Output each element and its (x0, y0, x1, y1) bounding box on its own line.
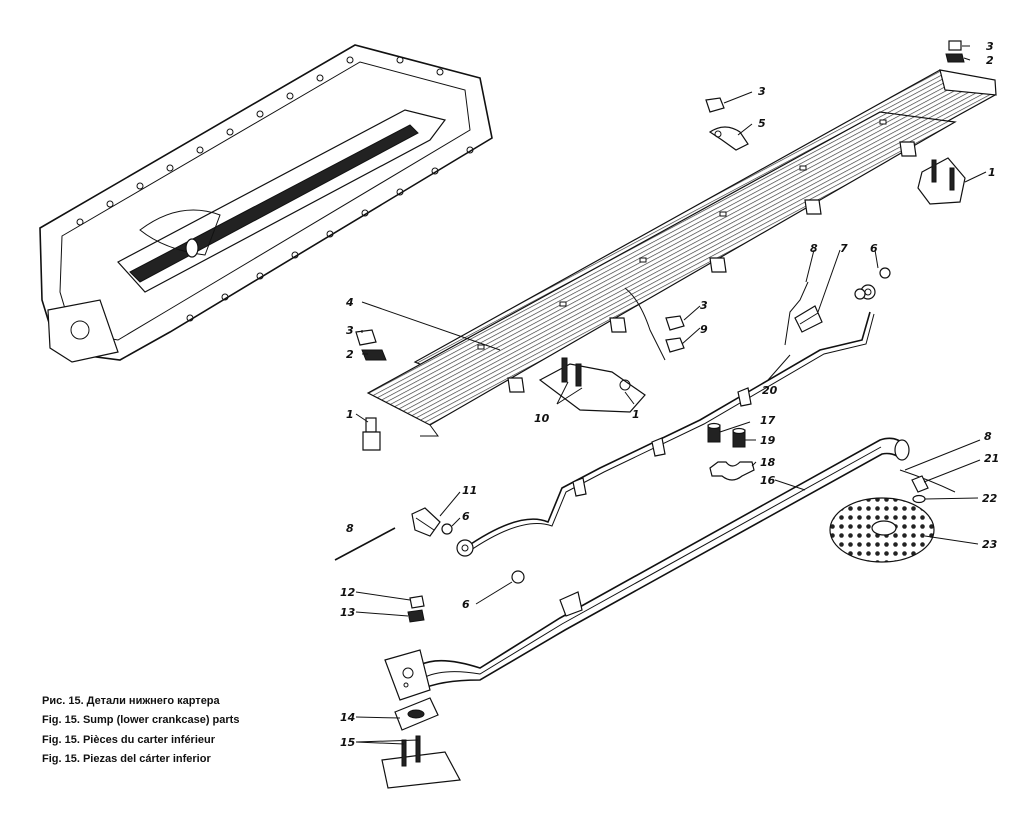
callout-labels: 3 5 3 2 1 4 3 2 1 3 9 10 1 8 7 6 20 17 1… (340, 40, 999, 749)
safety-wire-8-mid (624, 287, 666, 361)
nut-12 (409, 595, 425, 609)
callout-2-top: 2 (986, 54, 994, 67)
caption-spanish: Fig. 15. Piezas del cárter inferior (42, 753, 211, 765)
callout-8-right: 8 (984, 430, 992, 443)
strainer-disc-23 (829, 497, 935, 563)
caption-russian: Рис. 15. Детали нижнего картера (42, 695, 221, 707)
lock-plate-2-top (945, 53, 965, 63)
figure-caption: Рис. 15. Детали нижнего картера Fig. 15.… (42, 695, 239, 765)
safety-wire-8-top (784, 281, 809, 346)
callout-3-upper: 3 (758, 85, 766, 98)
callout-6-lower: 6 (462, 598, 470, 611)
callout-12: 12 (340, 586, 356, 599)
callout-10: 10 (534, 412, 550, 425)
callout-1-right: 1 (988, 166, 996, 179)
gasket-6-lower (511, 570, 525, 584)
spacer-17 (707, 422, 721, 443)
nut-3-mid (665, 315, 685, 331)
callout-8-left: 8 (346, 522, 354, 535)
caption-french: Fig. 15. Pièces du carter inférieur (42, 734, 216, 746)
callout-7: 7 (840, 242, 848, 255)
callout-18: 18 (760, 456, 776, 469)
callout-3-mid: 3 (700, 299, 708, 312)
studs-15 (381, 735, 461, 789)
gasket-6-top (854, 267, 891, 300)
callout-3-left: 3 (346, 324, 354, 337)
oil-line-20 (456, 284, 876, 557)
gasket-6-left (441, 523, 453, 535)
callout-1-left: 1 (346, 408, 354, 421)
nut-3-left (355, 329, 377, 346)
lock-washer-5 (708, 126, 749, 151)
callout-19: 19 (760, 434, 776, 447)
gasket-14 (394, 697, 439, 731)
callout-11: 11 (462, 484, 477, 497)
callout-20: 20 (762, 384, 778, 397)
bracket-1-mid (538, 357, 646, 413)
nut-3-top (948, 40, 962, 51)
union-11 (411, 507, 441, 537)
sump-housing (39, 44, 493, 363)
callout-6-left: 6 (462, 510, 470, 523)
safety-wire-8-left (334, 527, 396, 561)
oil-pickup-tube-16 (384, 437, 910, 701)
callout-2-left: 2 (346, 348, 354, 361)
spacer-19 (732, 427, 746, 448)
callout-5: 5 (758, 117, 766, 130)
callout-6-top: 6 (870, 242, 878, 255)
callout-3-top: 3 (986, 40, 994, 53)
washer-9 (665, 337, 685, 353)
union-7 (794, 305, 823, 333)
sump-tray-screen (366, 69, 997, 437)
callout-8-top: 8 (810, 242, 818, 255)
bolt-21 (911, 475, 929, 493)
callout-22: 22 (982, 492, 998, 505)
washer-22 (912, 494, 926, 504)
lock-plate-2-left (361, 349, 387, 361)
callout-9: 9 (700, 323, 708, 336)
callout-17: 17 (760, 414, 776, 427)
bracket-1-right (917, 157, 966, 205)
callout-15: 15 (340, 736, 356, 749)
leader-lines (355, 45, 987, 745)
callout-23: 23 (982, 538, 998, 551)
lock-washer-13 (407, 609, 425, 623)
callout-4: 4 (345, 296, 354, 309)
stud-1-left (362, 417, 381, 451)
nut-3-upper (705, 97, 725, 113)
callout-13: 13 (340, 606, 356, 619)
clamp-18 (709, 461, 755, 481)
callout-14: 14 (340, 711, 355, 724)
callout-21: 21 (984, 452, 999, 465)
caption-english: Fig. 15. Sump (lower crankcase) parts (42, 714, 239, 726)
callout-16: 16 (760, 474, 776, 487)
callout-1-mid: 1 (632, 408, 640, 421)
